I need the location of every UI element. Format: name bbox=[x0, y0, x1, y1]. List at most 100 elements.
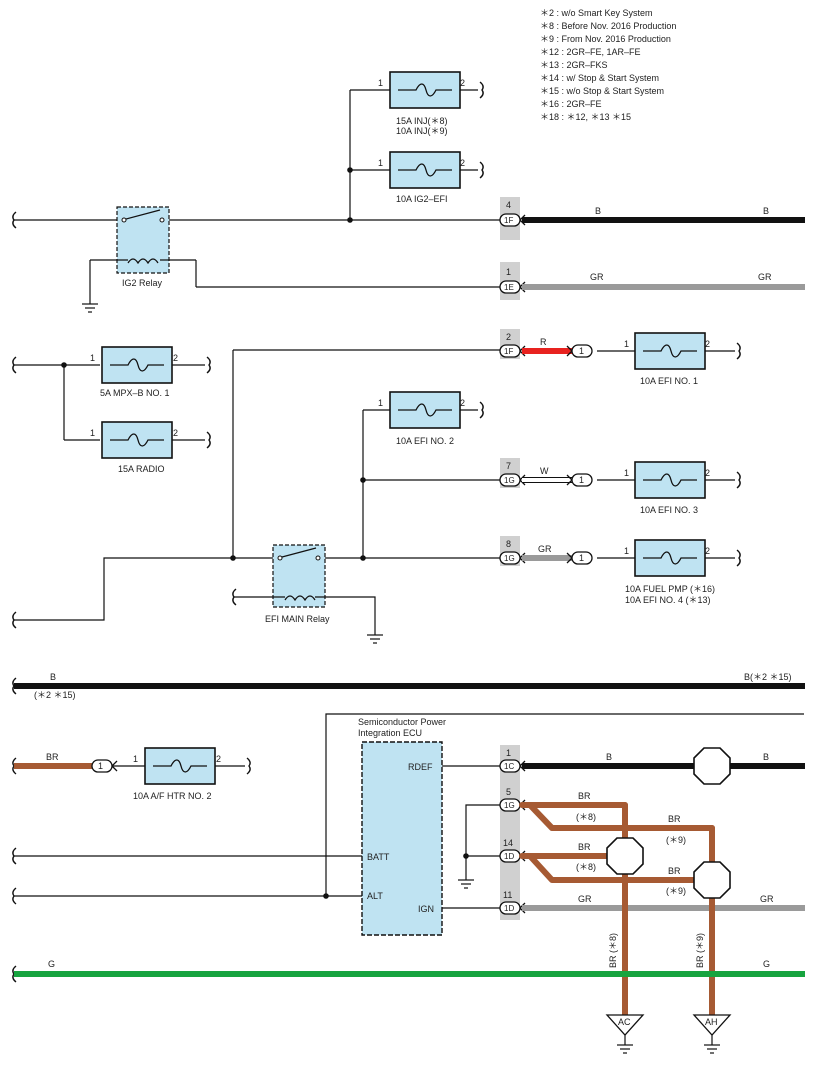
svg-text:G: G bbox=[48, 959, 55, 969]
svg-text:B: B bbox=[595, 206, 601, 216]
svg-text:GR: GR bbox=[760, 894, 774, 904]
svg-text:AC: AC bbox=[618, 1017, 631, 1027]
svg-text:1D: 1D bbox=[504, 904, 514, 913]
fuse-radio bbox=[101, 421, 173, 459]
ecu-pin-alt: ALT bbox=[367, 891, 383, 901]
svg-text:7: 7 bbox=[506, 461, 511, 471]
svg-text:BR: BR bbox=[46, 752, 59, 762]
fuse-efi-no2 bbox=[389, 391, 461, 429]
svg-text:B: B bbox=[606, 752, 612, 762]
legend-item: ＊12 : 2GR–FE, 1AR–FE bbox=[540, 47, 641, 57]
svg-text:1D: 1D bbox=[504, 852, 514, 861]
svg-text:1E: 1E bbox=[504, 283, 514, 292]
fuse-ig2-efi-label: 10A IG2–EFI bbox=[396, 194, 448, 204]
svg-text:1: 1 bbox=[378, 398, 383, 408]
ecu-pin-ign: IGN bbox=[418, 904, 434, 914]
ecu-pin-rdef: RDEF bbox=[408, 762, 433, 772]
svg-text:GR: GR bbox=[758, 272, 772, 282]
fuse-efi-no3-label: 10A EFI NO. 3 bbox=[640, 505, 698, 515]
legend-item: ＊14 : w/ Stop & Start System bbox=[540, 73, 659, 83]
fuse-efi-no1 bbox=[634, 332, 706, 370]
svg-text:BR (＊9): BR (＊9) bbox=[695, 933, 705, 968]
ig2-section: IG2 Relay 1 2 15A INJ(＊8) 10A INJ(＊9) 1 … bbox=[12, 71, 805, 313]
fuse-inj-label: 10A INJ(＊9) bbox=[396, 126, 448, 136]
ecu-title: Semiconductor Power bbox=[358, 717, 446, 727]
efi-main-section: 1 2 5A MPX–B NO. 1 1 2 15A RADIO EFI MAI… bbox=[12, 329, 741, 644]
svg-text:4: 4 bbox=[506, 200, 511, 210]
fuse-mpx-b1 bbox=[101, 346, 173, 384]
svg-text:(＊8): (＊8) bbox=[576, 812, 596, 822]
svg-text:1: 1 bbox=[98, 761, 103, 771]
fuse-af-htr bbox=[144, 747, 216, 785]
svg-text:1: 1 bbox=[579, 346, 584, 356]
svg-text:2: 2 bbox=[216, 754, 221, 764]
svg-text:(＊2 ＊15): (＊2 ＊15) bbox=[34, 690, 76, 700]
svg-text:G: G bbox=[763, 959, 770, 969]
fuse-fuel-pmp-label: 10A EFI NO. 4 (＊13) bbox=[625, 595, 711, 605]
fuse-af-htr-label: 10A A/F HTR NO. 2 bbox=[133, 791, 212, 801]
ig2-relay bbox=[116, 206, 170, 274]
legend-item: ＊8 : Before Nov. 2016 Production bbox=[540, 21, 676, 31]
svg-text:AH: AH bbox=[705, 1017, 718, 1027]
ecu-pin-batt: BATT bbox=[367, 852, 390, 862]
svg-text:2: 2 bbox=[173, 428, 178, 438]
svg-text:1F: 1F bbox=[504, 216, 513, 225]
svg-text:1C: 1C bbox=[504, 762, 514, 771]
svg-text:B: B bbox=[50, 672, 56, 682]
svg-text:1: 1 bbox=[506, 748, 511, 758]
svg-text:11: 11 bbox=[503, 890, 512, 900]
fuse-radio-label: 15A RADIO bbox=[118, 464, 165, 474]
svg-text:1G: 1G bbox=[504, 476, 515, 485]
efi-main-relay bbox=[272, 544, 326, 608]
svg-text:GR: GR bbox=[578, 894, 592, 904]
svg-text:BR: BR bbox=[578, 842, 591, 852]
svg-text:1G: 1G bbox=[504, 801, 515, 810]
svg-text:2: 2 bbox=[460, 78, 465, 88]
svg-text:BR: BR bbox=[668, 814, 681, 824]
fuse-fuel-pmp-label: 10A FUEL PMP (＊16) bbox=[625, 584, 715, 594]
svg-text:5: 5 bbox=[506, 787, 511, 797]
legend-item: ＊2 : w/o Smart Key System bbox=[540, 8, 653, 18]
fuse-inj-label: 15A INJ(＊8) bbox=[396, 116, 448, 126]
svg-text:2: 2 bbox=[506, 332, 511, 342]
svg-text:B: B bbox=[763, 206, 769, 216]
svg-text:(＊9): (＊9) bbox=[666, 835, 686, 845]
svg-text:BR (＊8): BR (＊8) bbox=[608, 933, 618, 968]
legend-item: ＊16 : 2GR–FE bbox=[540, 99, 602, 109]
ig2-relay-label: IG2 Relay bbox=[122, 278, 163, 288]
svg-text:1: 1 bbox=[579, 475, 584, 485]
fuse-mpx-b1-label: 5A MPX–B NO. 1 bbox=[100, 388, 170, 398]
svg-text:(＊8): (＊8) bbox=[576, 862, 596, 872]
ground-point-ah bbox=[692, 1014, 732, 1036]
efi-main-relay-label: EFI MAIN Relay bbox=[265, 614, 330, 624]
svg-text:1: 1 bbox=[90, 353, 95, 363]
svg-text:2: 2 bbox=[705, 546, 710, 556]
svg-text:B(＊2 ＊15): B(＊2 ＊15) bbox=[744, 672, 792, 682]
svg-text:GR: GR bbox=[538, 544, 552, 554]
svg-text:1: 1 bbox=[624, 468, 629, 478]
svg-text:1: 1 bbox=[579, 553, 584, 563]
legend-item: ＊15 : w/o Stop & Start System bbox=[540, 86, 664, 96]
fuse-inj bbox=[389, 71, 461, 109]
svg-text:1: 1 bbox=[624, 546, 629, 556]
svg-text:1: 1 bbox=[506, 267, 511, 277]
svg-text:1: 1 bbox=[378, 158, 383, 168]
svg-text:2: 2 bbox=[705, 468, 710, 478]
svg-text:(＊9): (＊9) bbox=[666, 886, 686, 896]
svg-text:2: 2 bbox=[173, 353, 178, 363]
legend: ＊2 : w/o Smart Key System ＊8 : Before No… bbox=[540, 8, 676, 122]
svg-text:BR: BR bbox=[668, 866, 681, 876]
svg-text:1: 1 bbox=[624, 339, 629, 349]
fuse-ig2-efi bbox=[389, 151, 461, 189]
fuse-efi-no2-label: 10A EFI NO. 2 bbox=[396, 436, 454, 446]
svg-text:2: 2 bbox=[460, 398, 465, 408]
legend-item: ＊18 : ＊12, ＊13 ＊15 bbox=[540, 112, 631, 122]
legend-item: ＊9 : From Nov. 2016 Production bbox=[540, 34, 671, 44]
svg-text:R: R bbox=[540, 337, 547, 347]
svg-text:W: W bbox=[540, 466, 549, 476]
fuse-efi-no3 bbox=[634, 461, 706, 499]
svg-text:14: 14 bbox=[503, 838, 513, 848]
svg-text:2: 2 bbox=[460, 158, 465, 168]
svg-text:1: 1 bbox=[378, 78, 383, 88]
